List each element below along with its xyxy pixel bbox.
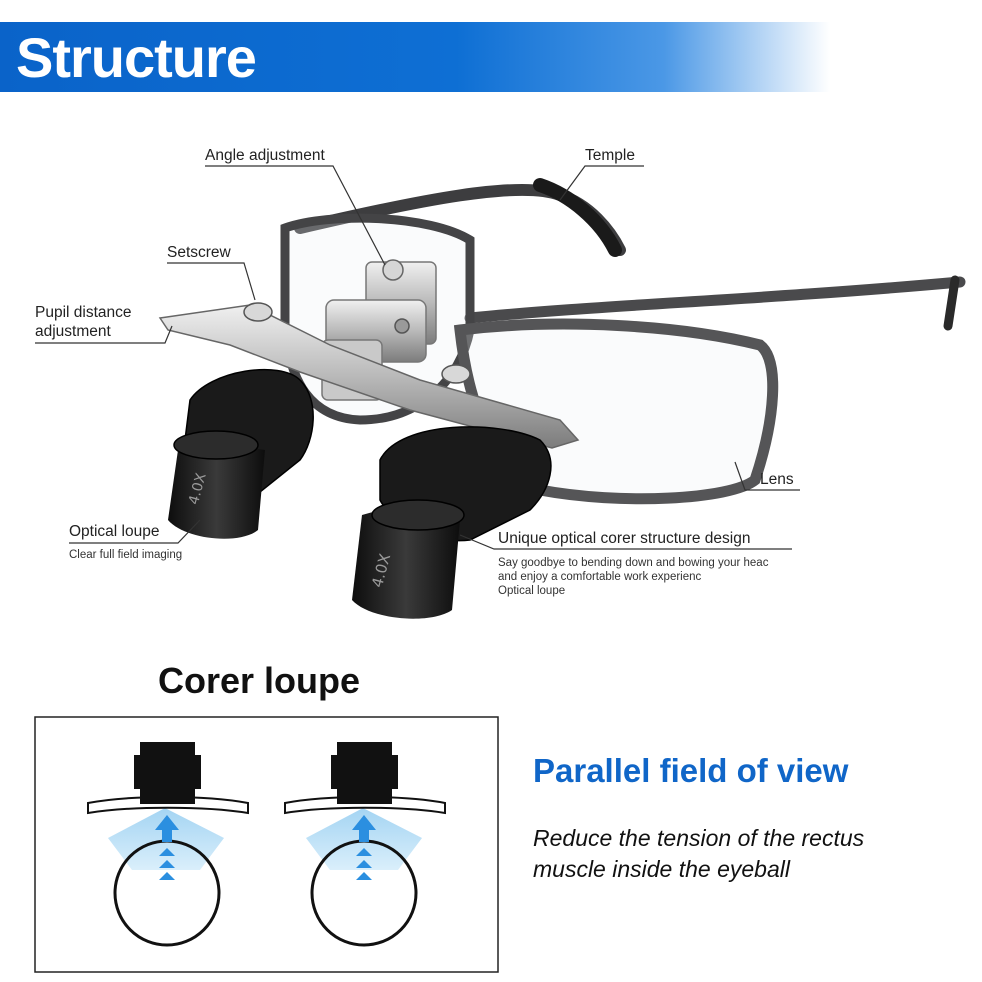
- label-setscrew: Setscrew: [167, 244, 231, 261]
- corer-diagram-box: [34, 716, 499, 973]
- leader-setscrew: [167, 262, 256, 301]
- page-title: Structure: [16, 26, 257, 89]
- label-pupil-distance-2: adjustment: [35, 323, 111, 340]
- label-optical-loupe: Optical loupe: [69, 523, 160, 540]
- right-loupe: 4.0X: [352, 426, 552, 619]
- label-temple: Temple: [585, 147, 635, 164]
- parallel-desc-line2: muscle inside the eyeball: [533, 856, 790, 882]
- label-unique-design: Unique optical corer structure design: [498, 530, 751, 547]
- leader-lens: [734, 461, 800, 491]
- label-lens: Lens: [760, 471, 794, 488]
- setscrew-left: [243, 302, 273, 322]
- corer-loupe-title: Corer loupe: [158, 660, 361, 701]
- parallel-field-description: Reduce the tension of the rectus muscle …: [533, 823, 864, 885]
- label-optical-loupe-sub: Clear full field imaging: [69, 549, 183, 561]
- leader-temple: [559, 165, 644, 201]
- pupil-distance-bar: [158, 302, 580, 449]
- leader-optical-loupe: [69, 519, 201, 544]
- leader-unique-design: [459, 534, 792, 550]
- callout-lines: [35, 165, 800, 550]
- unique-desc-line1: Say goodbye to bending down and bowing y…: [498, 557, 769, 569]
- parallel-field-title: Parallel field of view: [533, 752, 849, 789]
- unique-desc-line3: Optical loupe: [498, 585, 566, 597]
- eye-diagram-left: [87, 742, 249, 947]
- leader-pupil-distance: [35, 325, 173, 344]
- left-loupe: 4.0X: [168, 368, 314, 539]
- label-pupil-distance-1: Pupil distance: [35, 304, 132, 321]
- parallel-desc-line1: Reduce the tension of the rectus: [533, 825, 865, 851]
- eye-diagram-right: [284, 742, 446, 947]
- header-banner: [0, 22, 830, 92]
- setscrew-right: [441, 364, 471, 384]
- leader-angle-adjustment: [205, 165, 386, 266]
- unique-desc-line2: and enjoy a comfortable work experienc: [498, 571, 702, 583]
- label-angle-adjustment: Angle adjustment: [205, 147, 325, 164]
